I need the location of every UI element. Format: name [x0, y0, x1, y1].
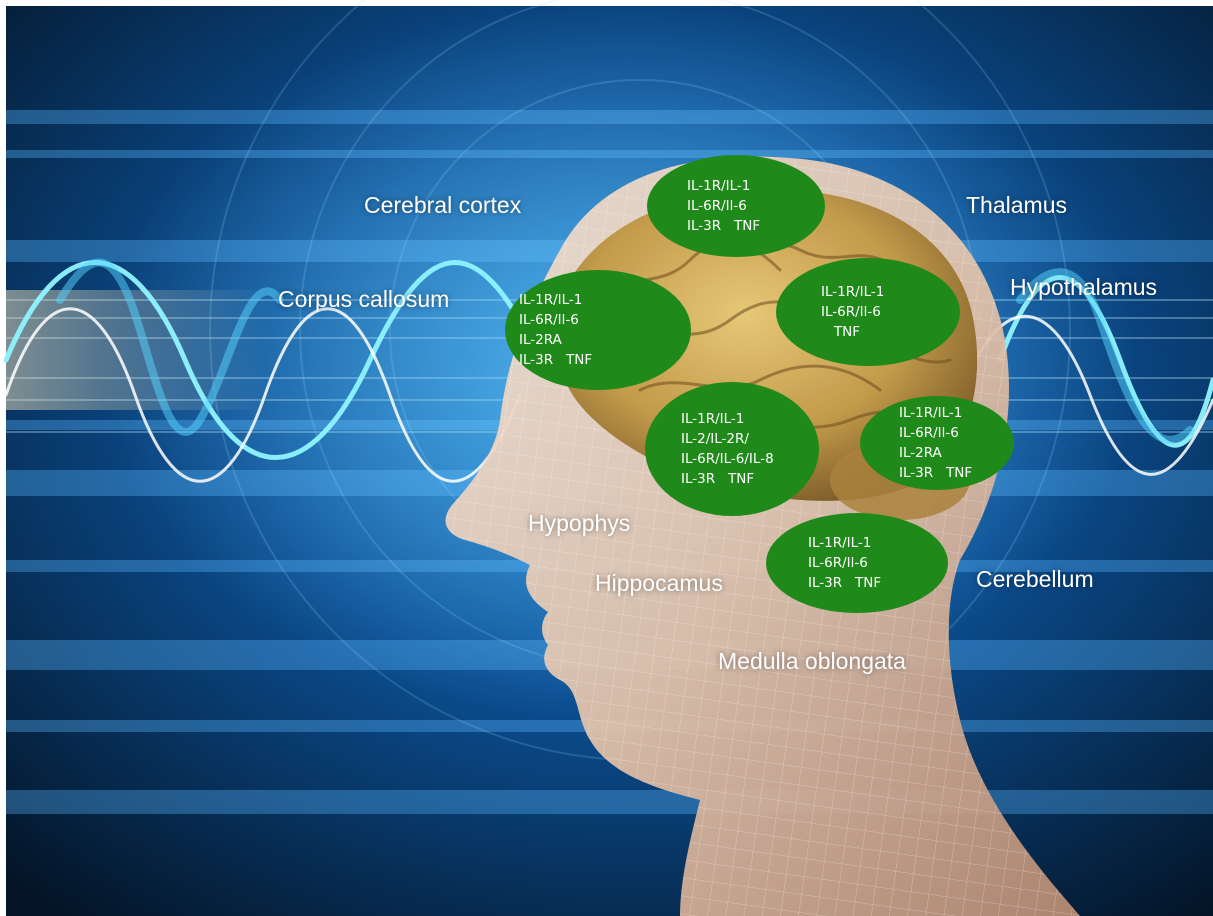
bubble-line: IL-2RA	[519, 330, 691, 350]
bubble-left: IL-1R/IL-1 IL-6R/Il-6 IL-2RA IL-3R TNF	[505, 270, 691, 390]
bubble-line: IL-1R/IL-1	[808, 533, 948, 553]
label-hypophys: Hypophys	[528, 510, 630, 537]
bubble-line: IL-3R TNF	[519, 350, 691, 370]
bubble-line: IL-6R/Il-6	[821, 302, 960, 322]
bubble-line: IL-2RA	[899, 443, 1014, 463]
bubble-line: IL-3R TNF	[808, 573, 948, 593]
bubble-line: IL-1R/IL-1	[519, 290, 691, 310]
bubble-line: IL-1R/IL-1	[681, 409, 819, 429]
bubble-top: IL-1R/IL-1 IL-6R/Il-6 IL-3R TNF	[647, 155, 825, 257]
bubble-line: IL-1R/IL-1	[821, 282, 960, 302]
label-medulla-oblongata: Medulla oblongata	[718, 648, 906, 675]
label-cerebral-cortex: Cerebral cortex	[364, 192, 521, 219]
bubble-line: IL-2/IL-2R/	[681, 429, 819, 449]
bubble-line: IL-3R TNF	[681, 469, 819, 489]
bubble-line: IL-6R/Il-6	[519, 310, 691, 330]
bubble-line: TNF	[821, 322, 960, 342]
bubble-bottom: IL-1R/IL-1 IL-6R/Il-6 IL-3R TNF	[766, 513, 948, 613]
label-hippocampus: Hippocamus	[595, 570, 723, 597]
bubble-right-lower: IL-1R/IL-1 IL-6R/Il-6 IL-2RA IL-3R TNF	[860, 396, 1014, 490]
bubble-line: IL-6R/IL-6/IL-8	[681, 449, 819, 469]
bubble-line: IL-1R/IL-1	[899, 403, 1014, 423]
bubble-line: IL-6R/Il-6	[687, 196, 825, 216]
bubble-right-upper: IL-1R/IL-1 IL-6R/Il-6 TNF	[776, 258, 960, 366]
label-cerebellum: Cerebellum	[976, 566, 1094, 593]
label-corpus-callosum: Corpus callosum	[278, 286, 449, 313]
bubble-line: IL-1R/IL-1	[687, 176, 825, 196]
bubble-line: IL-6R/Il-6	[808, 553, 948, 573]
label-hypothalamus: Hypothalamus	[1010, 274, 1157, 301]
bubble-center: IL-1R/IL-1 IL-2/IL-2R/ IL-6R/IL-6/IL-8 I…	[645, 382, 819, 516]
bubble-line: IL-3R TNF	[687, 216, 825, 236]
bubble-line: IL-6R/Il-6	[899, 423, 1014, 443]
label-thalamus: Thalamus	[966, 192, 1067, 219]
bubble-line: IL-3R TNF	[899, 463, 1014, 483]
